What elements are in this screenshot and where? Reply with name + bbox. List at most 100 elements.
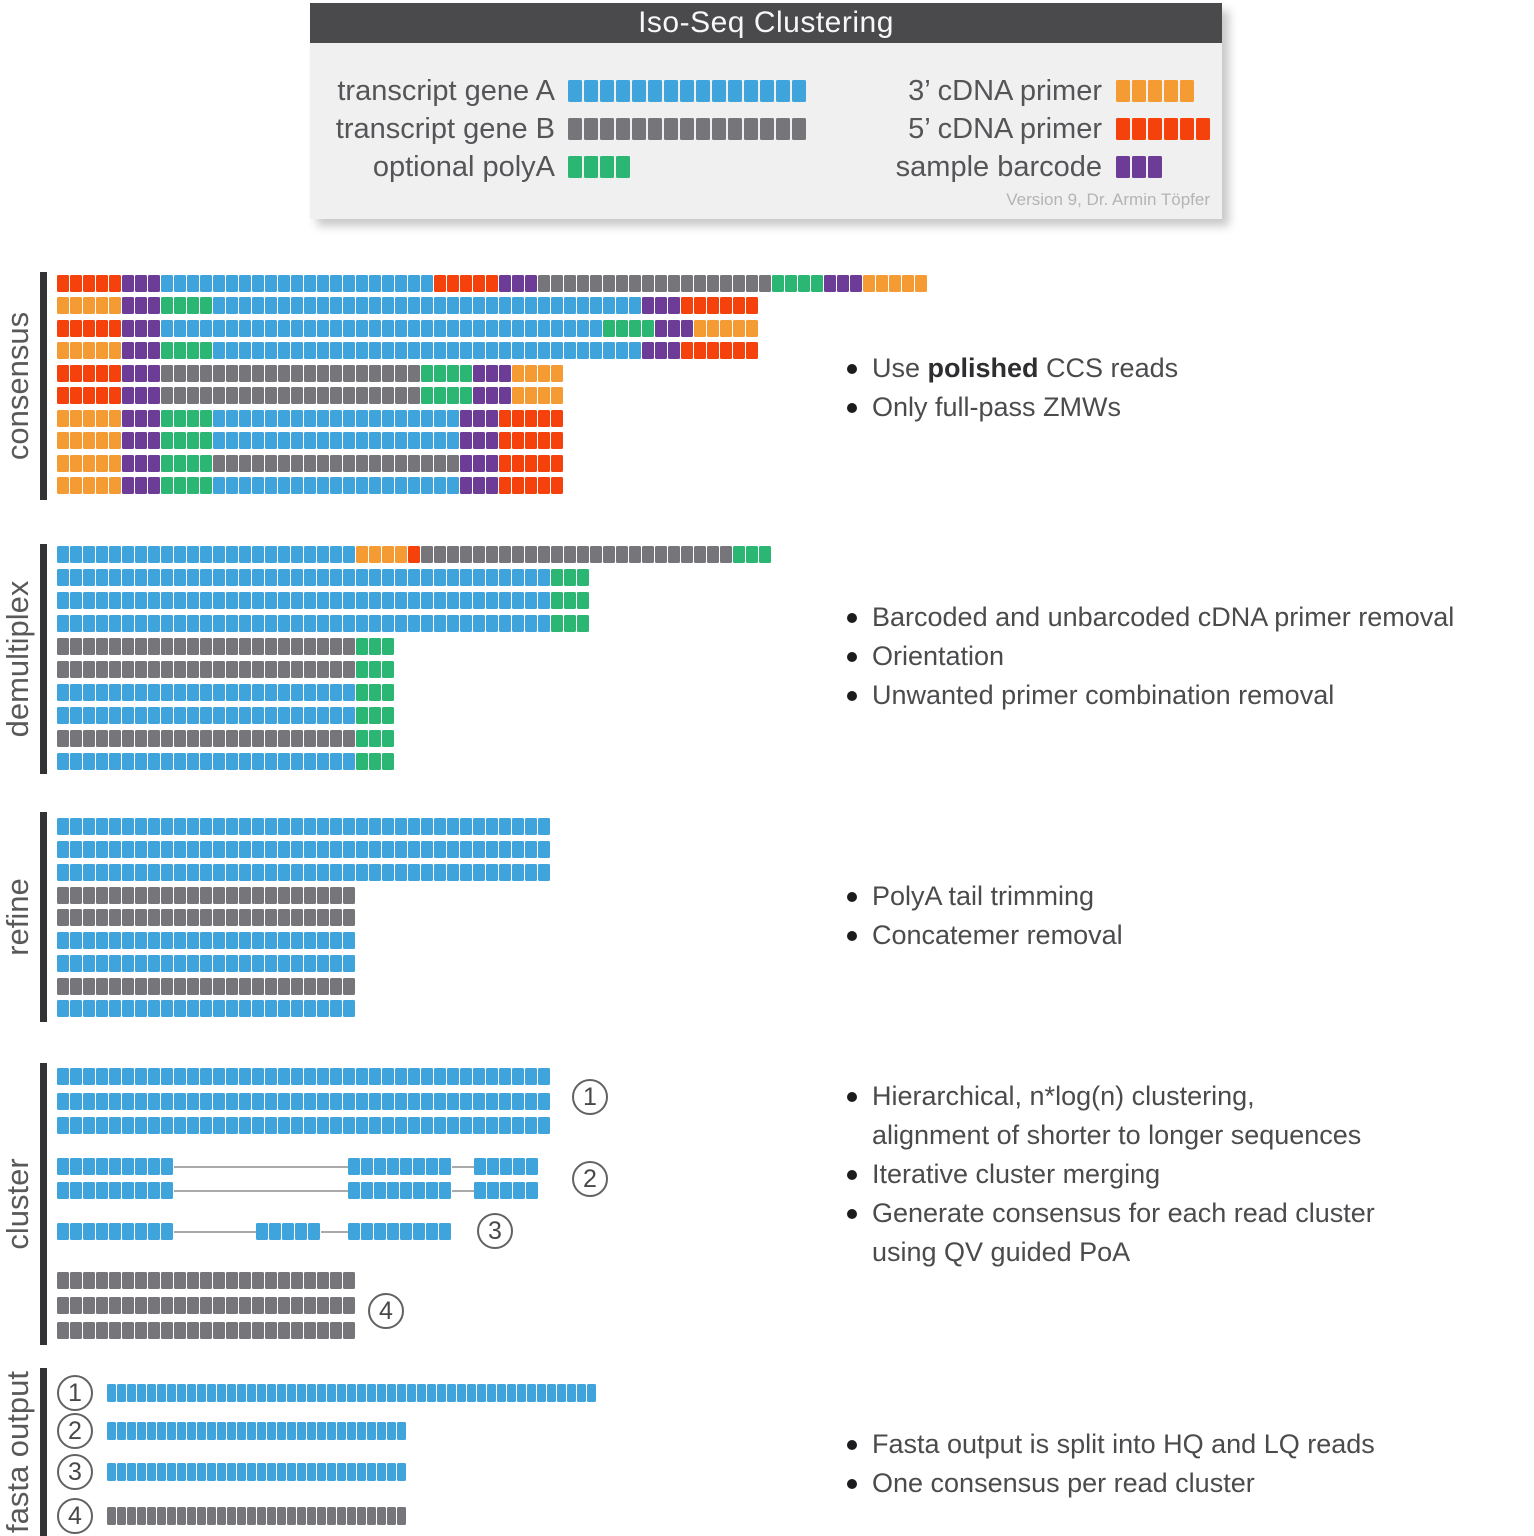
blue-block <box>343 753 355 770</box>
red-block <box>499 410 511 427</box>
blue-block <box>369 592 381 609</box>
blue-block <box>174 955 186 972</box>
red-block <box>57 365 69 382</box>
blue-block <box>135 684 147 701</box>
blue-block <box>213 1000 225 1017</box>
blue-block <box>174 864 186 881</box>
blue-block <box>361 1223 373 1240</box>
gray-block <box>408 365 420 382</box>
green-block <box>356 730 368 747</box>
blue-block <box>239 477 251 494</box>
blue-block <box>177 1463 186 1481</box>
purple-block <box>135 410 147 427</box>
blue-block <box>434 592 446 609</box>
blue-block <box>239 707 251 724</box>
connector-line <box>321 1230 348 1233</box>
gray-block <box>307 1507 316 1525</box>
gray-block <box>343 387 355 404</box>
gray-block <box>57 1297 69 1314</box>
purple-block <box>668 320 680 337</box>
gray-block <box>655 275 667 292</box>
gray-block <box>395 455 407 472</box>
legend-label: sample barcode <box>895 150 1102 183</box>
blue-block <box>347 1384 356 1402</box>
blue-block <box>304 546 316 563</box>
blue-block <box>367 1463 376 1481</box>
blue-block <box>447 818 459 835</box>
orange-block <box>1132 80 1146 102</box>
blue-block <box>317 955 329 972</box>
blue-block <box>252 546 264 563</box>
blue-block <box>525 569 537 586</box>
gray-block <box>174 365 186 382</box>
read-row <box>57 841 551 858</box>
green-block <box>382 661 394 678</box>
gray-block <box>226 661 238 678</box>
blue-block <box>247 1463 256 1481</box>
blue-block <box>83 684 95 701</box>
blue-block <box>96 1068 108 1085</box>
gray-block <box>408 387 420 404</box>
blue-block <box>57 955 69 972</box>
green-block <box>584 156 598 178</box>
blue-block <box>387 1158 399 1175</box>
blue-block <box>122 684 134 701</box>
blue-block <box>473 342 485 359</box>
blue-block <box>148 546 160 563</box>
gray-block <box>291 1297 303 1314</box>
blue-block <box>161 275 173 292</box>
blue-block <box>239 818 251 835</box>
gray-block <box>265 1322 277 1339</box>
orange-block <box>70 477 82 494</box>
blue-block <box>525 818 537 835</box>
blue-block <box>83 546 95 563</box>
blue-block <box>616 342 628 359</box>
blue-block <box>174 592 186 609</box>
gray-block <box>680 118 694 140</box>
blue-block <box>239 753 251 770</box>
cluster-number-badge: 3 <box>57 1454 93 1490</box>
gray-block <box>200 387 212 404</box>
gray-block <box>265 387 277 404</box>
blue-block <box>277 1463 286 1481</box>
blue-block <box>487 1158 499 1175</box>
legend-swatch-blocks <box>1116 156 1164 178</box>
blue-block <box>356 592 368 609</box>
blue-block <box>486 818 498 835</box>
blue-block <box>226 432 238 449</box>
green-block <box>187 477 199 494</box>
orange-block <box>83 342 95 359</box>
blue-block <box>343 342 355 359</box>
purple-block <box>122 275 134 292</box>
blue-block <box>538 1117 550 1134</box>
blue-block <box>70 864 82 881</box>
blue-block <box>70 1000 82 1017</box>
blue-block <box>226 297 238 314</box>
blue-block <box>577 320 589 337</box>
gray-block <box>96 638 108 655</box>
blue-block <box>361 1158 373 1175</box>
gray-block <box>83 661 95 678</box>
blue-block <box>252 1093 264 1110</box>
blue-block <box>486 841 498 858</box>
gray-block <box>395 365 407 382</box>
orange-block <box>382 546 394 563</box>
blue-block <box>122 1182 134 1199</box>
orange-block <box>525 387 537 404</box>
green-block <box>421 387 433 404</box>
blue-block <box>407 1384 416 1402</box>
gray-block <box>590 275 602 292</box>
read-row <box>107 1507 407 1525</box>
blue-block <box>278 320 290 337</box>
blue-block <box>304 320 316 337</box>
gray-block <box>382 455 394 472</box>
gray-block <box>109 887 121 904</box>
blue-block <box>347 1463 356 1481</box>
gray-block <box>278 455 290 472</box>
gray-block <box>187 887 199 904</box>
gray-block <box>681 546 693 563</box>
orange-block <box>525 365 537 382</box>
legend-item-blue: transcript gene A <box>320 75 808 107</box>
gray-block <box>728 118 742 140</box>
cluster-number-badge: 4 <box>57 1498 93 1534</box>
